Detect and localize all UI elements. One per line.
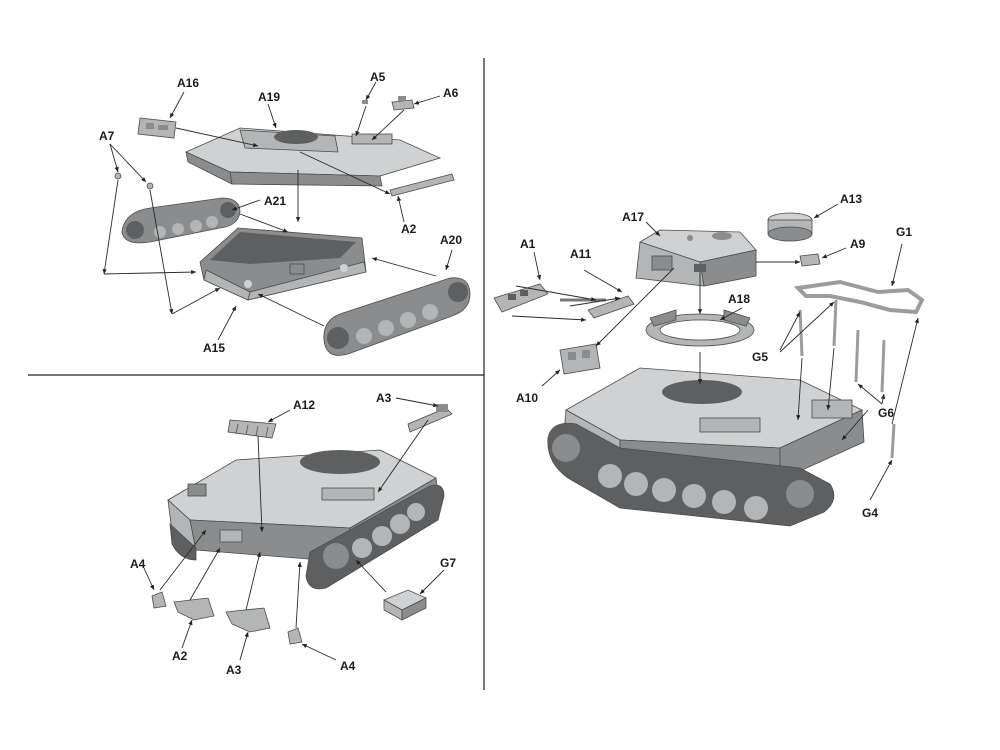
leaders-right: [511, 203, 919, 501]
label-a21: A21: [264, 194, 286, 208]
leaders-bottom-left: [143, 397, 445, 661]
part-a1: [493, 283, 549, 313]
part-g1-rail: [793, 279, 925, 315]
panel-hull-assembly: A16 A19 A5 A6 A7 A21 A2 A20 A15: [99, 70, 471, 356]
label-a2-top: A2: [401, 222, 417, 236]
part-a9: [799, 253, 821, 267]
part-a18-turret-ring: [645, 309, 755, 347]
leaders-top-left: [102, 81, 453, 341]
part-g7-box: [383, 589, 427, 621]
part-a3-bracket: [225, 607, 271, 633]
label-a5-top: A5: [370, 70, 386, 84]
label-g5: G5: [752, 350, 768, 364]
part-a19-upper-hull: [185, 127, 442, 187]
label-a18: A18: [728, 292, 750, 306]
label-a6: A6: [443, 86, 459, 100]
label-a19: A19: [258, 90, 280, 104]
part-a15-hull-tub: [199, 227, 367, 301]
part-a20-right-track: [323, 277, 471, 356]
part-a2-bracket: [173, 597, 215, 621]
label-g7: G7: [440, 556, 456, 570]
part-a11: [560, 295, 635, 319]
label-a4-left: A4: [130, 557, 146, 571]
part-a3-bar: [407, 404, 453, 433]
label-a17: A17: [622, 210, 644, 224]
label-g4: G4: [862, 506, 878, 520]
label-a1: A1: [520, 237, 536, 251]
label-g6: G6: [878, 406, 894, 420]
panel-rear-assembly: A12 A3 A4 A2 A3 A4 G7: [130, 391, 456, 677]
label-a2-bottom: A2: [172, 649, 188, 663]
part-g4-rod: [890, 423, 896, 459]
part-a7-pins: [114, 172, 154, 190]
panel-turret-assembly: A17 A13 A1 A11 A9 G1 A18 G5 A10 G6 G4: [493, 192, 925, 527]
label-a3-bottom: A3: [226, 663, 242, 677]
part-a13-cupola: [767, 212, 813, 242]
part-a17-turret: [635, 229, 757, 287]
label-a10: A10: [516, 391, 538, 405]
part-a5: [362, 100, 368, 104]
part-a6: [391, 96, 415, 111]
part-a10: [559, 343, 601, 375]
part-a21-left-track: [121, 197, 241, 244]
panel-dividers: [28, 58, 485, 690]
label-a3-top: A3: [376, 391, 392, 405]
part-a16: [137, 117, 177, 139]
label-a11: A11: [570, 247, 592, 261]
part-a2-bar: [389, 173, 455, 197]
rear-right-track: [305, 484, 445, 590]
label-a13: A13: [840, 192, 862, 206]
part-g6-rods: [854, 329, 886, 393]
part-a4-left: [151, 591, 167, 609]
label-a7: A7: [99, 129, 115, 143]
label-a15: A15: [203, 341, 225, 355]
label-g1: G1: [896, 225, 912, 239]
label-a4-bottom: A4: [340, 659, 356, 673]
part-a4-bottom: [287, 627, 303, 645]
label-a9: A9: [850, 237, 866, 251]
label-a16: A16: [177, 76, 199, 90]
part-a12: [227, 419, 277, 439]
label-a20: A20: [440, 233, 462, 247]
label-a12: A12: [293, 398, 315, 412]
main-tank-track: [547, 422, 835, 527]
